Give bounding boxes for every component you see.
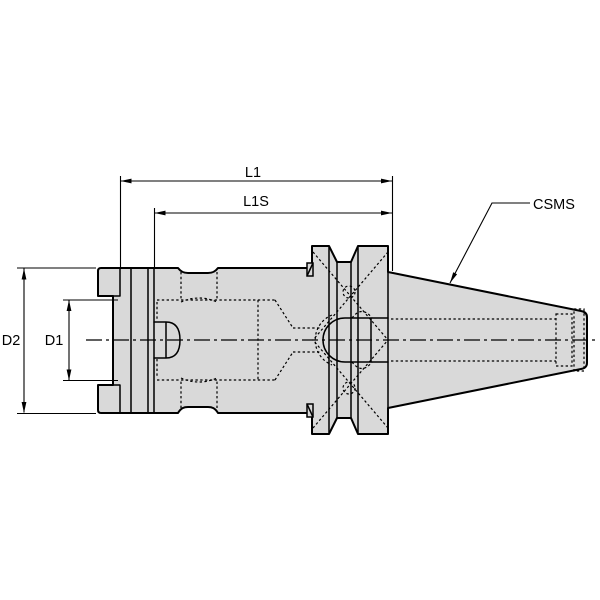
label-l1s: L1S — [243, 194, 269, 210]
flange-key-notches — [306, 262, 314, 418]
labels: L1 L1S D2 D1 CSMS — [2, 165, 575, 349]
csms-leader — [449, 202, 530, 284]
d2-arrow-top — [21, 268, 27, 280]
thread-bore-outer — [573, 308, 585, 372]
dimension-l1 — [119, 176, 394, 271]
flange-slot-arc-bottom — [351, 361, 373, 370]
d2-arrow-bottom — [21, 402, 27, 413]
label-d1: D1 — [45, 333, 64, 349]
bore-cone-bottom — [274, 351, 294, 381]
l1s-arrow-left — [154, 210, 166, 216]
label-csms: CSMS — [533, 197, 575, 213]
label-l1: L1 — [245, 165, 261, 181]
l1s-arrow-right — [381, 210, 392, 216]
key-notch-top-diagonal — [306, 262, 314, 277]
thread-bore-inner — [555, 313, 573, 367]
dimension-d2 — [17, 267, 96, 415]
neck-groove-bore-arc-bottom — [180, 377, 218, 383]
neck-groove-bore-arc-top — [180, 297, 218, 303]
flange-diagonal-2 — [312, 251, 389, 341]
d1-arrow-bottom — [66, 369, 72, 381]
l1-arrow-right — [381, 178, 392, 184]
flange-hole-top — [342, 285, 356, 299]
dimension-d1 — [63, 299, 118, 382]
dimension-l1s — [153, 208, 392, 268]
l1-arrow-left — [120, 178, 132, 184]
label-d2: D2 — [2, 333, 21, 349]
csms-arrow — [450, 272, 458, 283]
center-tab — [153, 321, 181, 359]
key-notch-bottom-diagonal — [306, 403, 314, 418]
dimensions — [17, 176, 530, 415]
d1-arrow-top — [66, 300, 72, 311]
callout-csms — [449, 202, 530, 284]
flange-diagonal-4 — [312, 339, 389, 429]
bore-cone-top — [274, 299, 294, 329]
front-ear-edges — [112, 267, 121, 414]
flange-slot-arc-top — [351, 310, 373, 319]
flange-hole-bottom — [342, 381, 356, 395]
